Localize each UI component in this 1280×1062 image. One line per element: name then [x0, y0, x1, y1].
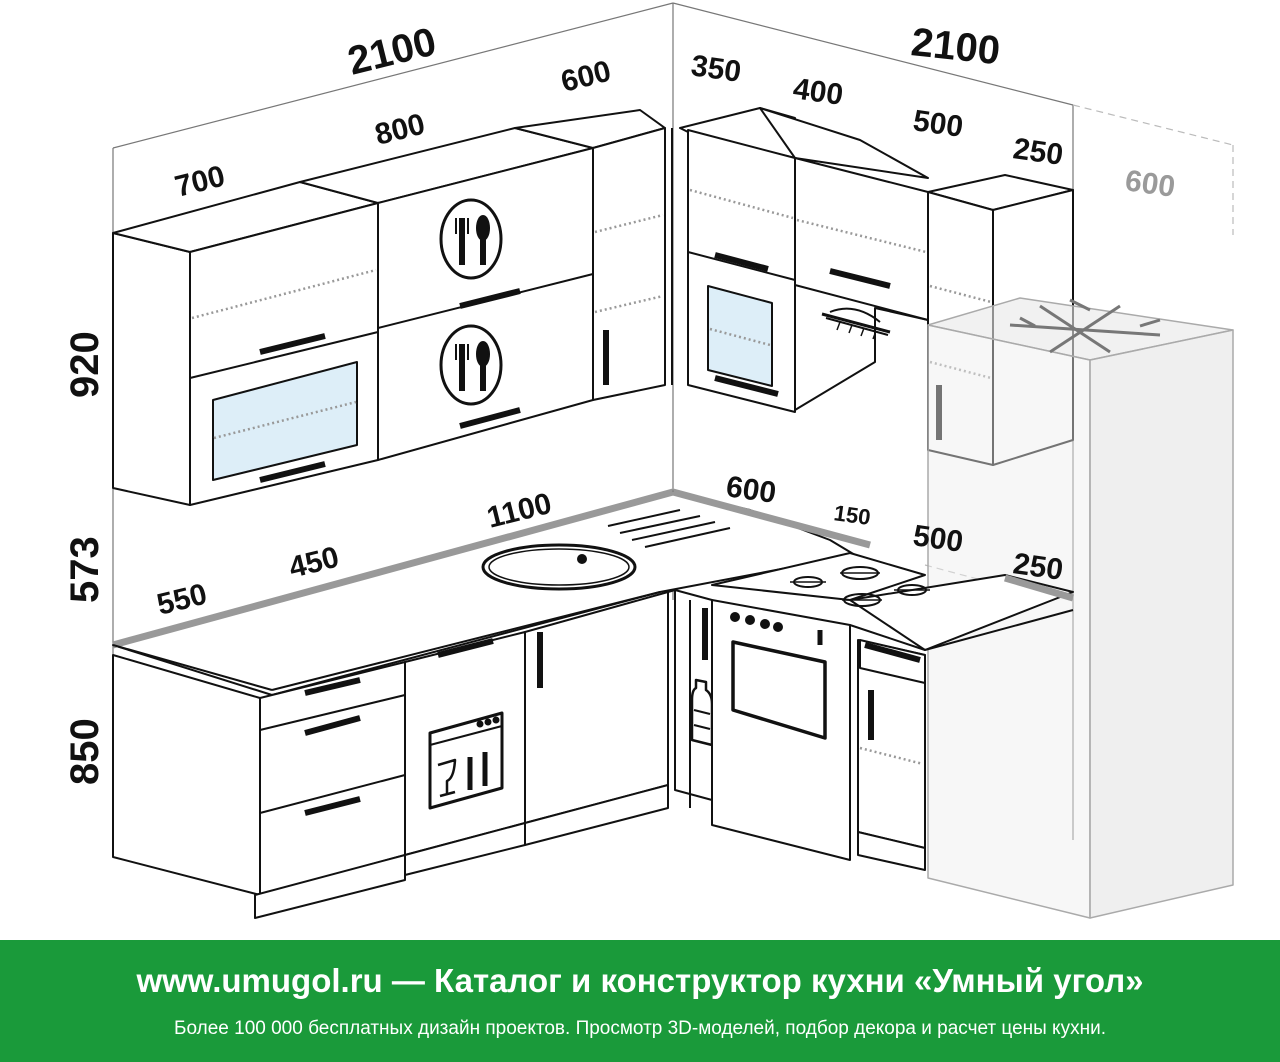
banner-title-text: — Каталог и конструктор кухни «Умный уго… [382, 962, 1144, 999]
countertop-left [112, 488, 856, 696]
dishwasher-icon [428, 711, 504, 810]
upper-cabinet-700 [112, 181, 379, 506]
banner-title: www.umugol.ru — Каталог и конструктор ку… [0, 962, 1280, 1000]
site-link[interactable]: www.umugol.ru [136, 962, 383, 999]
dimension-height-573: 573 [63, 536, 107, 603]
dimension-400: 400 [791, 72, 845, 112]
lower-drawers-550 [112, 654, 406, 919]
sink-icon [481, 509, 731, 591]
cutlery-icon [439, 198, 503, 280]
lower-cabinet-250 [857, 639, 926, 871]
kitchen-diagram: 2100 2100 700 800 600 350 400 500 250 60… [63, 2, 1234, 919]
upper-cabinet-600-corner [514, 109, 673, 401]
dimension-150: 150 [832, 500, 872, 530]
range-hood-icon [821, 307, 891, 340]
dimension-height-850: 850 [63, 718, 107, 785]
dimension-500-counter: 500 [911, 519, 965, 559]
site-banner: www.umugol.ru — Каталог и конструктор ку… [0, 940, 1280, 1062]
lower-dishwasher-450 [404, 631, 526, 876]
dimension-2100-right: 2100 [909, 20, 1002, 73]
dimension-350: 350 [689, 49, 743, 89]
dimension-700: 700 [172, 160, 229, 204]
upper-cabinet-400 [759, 107, 929, 411]
fridge-ghost [927, 297, 1234, 919]
dimension-800: 800 [372, 108, 429, 152]
dimension-600-counter: 600 [724, 470, 778, 510]
dimension-500-upper: 500 [911, 104, 965, 144]
dimension-height-920: 920 [63, 331, 107, 398]
gas-hob-icon [790, 566, 930, 607]
lower-cabinet-corner [524, 589, 676, 846]
lower-stove-500 [711, 552, 926, 861]
dimension-250-upper: 250 [1011, 132, 1065, 172]
upper-cabinet-350 [679, 107, 796, 413]
upper-cabinet-800 [299, 127, 594, 461]
snowflake-icon [1009, 298, 1161, 354]
dimension-550: 550 [154, 578, 211, 622]
dimension-600-upper: 600 [558, 55, 615, 99]
dimension-450: 450 [286, 541, 343, 585]
cutlery-icon [439, 324, 503, 406]
dimension-250-counter: 250 [1011, 547, 1065, 587]
dimension-600-fridge: 600 [1123, 164, 1177, 204]
dimension-2100-left: 2100 [344, 20, 441, 84]
banner-subtitle: Более 100 000 бесплатных дизайн проектов… [174, 1018, 1106, 1039]
